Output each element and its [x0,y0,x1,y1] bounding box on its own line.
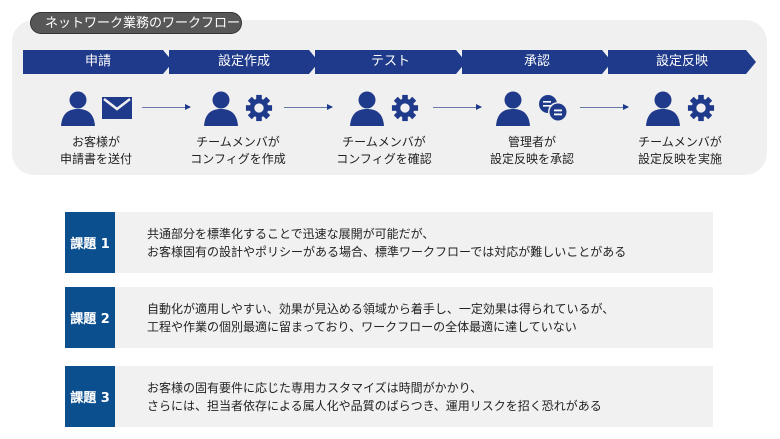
step-desc-line1: お客様が [71,135,120,149]
person-icon [60,90,96,126]
phase-test: テスト [315,50,466,74]
step-approve: 管理者が設定反映を承認 [462,88,602,168]
person-icon [645,90,681,126]
issue-text-line1: お客様の固有要件に応じた専用カスタマイズは時間がかかり、 [147,381,483,395]
flow-arrow [433,104,482,110]
gear-icon [245,94,273,122]
issue-tag: 課題 2 [65,287,115,348]
issue-text-line1: 共通部分を標準化することで迅速な展開が可能だが、 [147,227,435,241]
issue-row-3: 課題 3 お客様の固有要件に応じた専用カスタマイズは時間がかかり、さらには、担当… [65,366,713,427]
issue-row-1: 課題 1 共通部分を標準化することで迅速な展開が可能だが、お客様固有の設計やポリ… [65,212,713,273]
flow-arrow [580,104,629,110]
issue-tag: 課題 3 [65,366,115,427]
gear-icon [687,94,715,122]
step-desc-line1: チームメンバが [638,135,722,149]
person-icon [349,90,385,126]
step-desc-line2: 設定反映を承認 [489,152,574,166]
step-deploy: チームメンバが設定反映を実施 [610,88,750,168]
phase-deploy: 設定反映 [608,50,756,74]
step-config: チームメンバがコンフィグを作成 [168,88,308,168]
person-icon [495,90,531,126]
step-desc-line1: チームメンバが [196,135,280,149]
phase-apply: 申請 [23,50,173,74]
issue-row-2: 課題 2 自動化が適用しやすい、効果が見込める領域から着手し、一定効果は得られて… [65,287,713,348]
flow-arrow [142,104,191,110]
step-desc-line2: コンフィグを作成 [190,152,286,166]
workflow-title: ネットワーク業務のワークフロー [30,12,242,34]
gear-icon [391,94,419,122]
issue-text-line2: お客様固有の設計やポリシーがある場合、標準ワークフローでは対応が難しいことがある [147,245,627,259]
workflow-panel [12,20,767,175]
issue-tag: 課題 1 [65,212,115,273]
step-desc-line1: チームメンバが [342,135,426,149]
step-apply: お客様が申請書を送付 [26,88,166,168]
step-test: チームメンバがコンフィグを確認 [314,88,454,168]
phase-config: 設定作成 [169,50,319,74]
issue-text-line2: 工程や作業の個別最適に留まっており、ワークフローの全体最適に達していない [147,320,577,334]
mail-icon [102,97,132,119]
person-icon [203,90,239,126]
step-desc-line2: コンフィグを確認 [336,152,432,166]
flow-arrow [284,104,333,110]
phase-approve: 承認 [462,50,612,74]
issue-text-line1: 自動化が適用しやすい、効果が見込める領域から着手し、一定効果は得られているが、 [147,302,615,316]
step-desc-line1: 管理者が [507,135,556,149]
step-desc-line2: 設定反映を実施 [637,152,722,166]
issue-text-line2: さらには、担当者依存による属人化や品質のばらつき、運用リスクを招く恐れがある [147,399,602,413]
step-desc-line2: 申請書を送付 [59,152,132,166]
chat-icon [537,93,569,123]
